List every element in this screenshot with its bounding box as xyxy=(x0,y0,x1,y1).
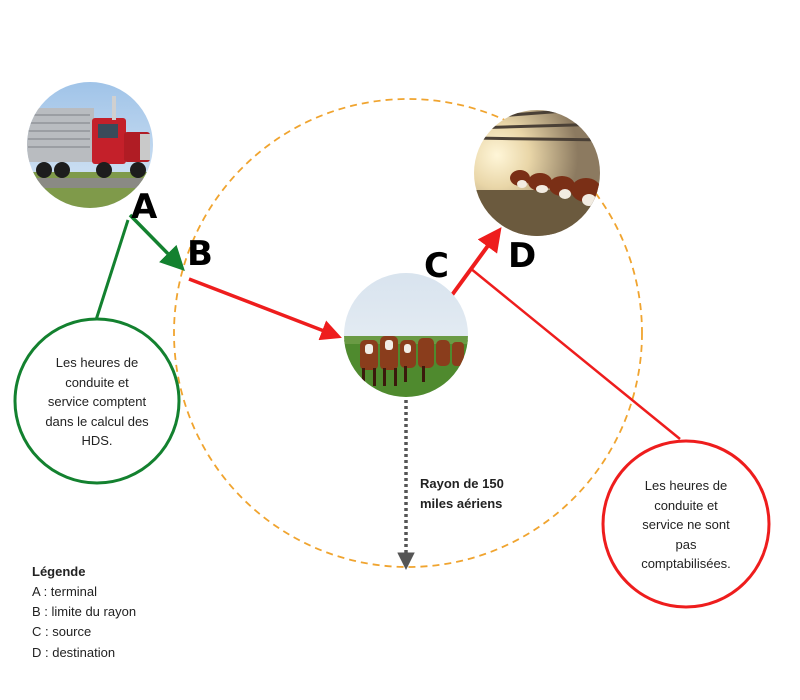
green-note-circle xyxy=(13,317,181,485)
point-label-c: C xyxy=(424,246,449,286)
green-note-text: Les heures de conduite et service compte… xyxy=(27,353,167,451)
legend-item: B : limite du rayon xyxy=(32,604,137,620)
red-note-line: Les heures de xyxy=(644,478,728,493)
arrow-b-to-c xyxy=(188,277,342,341)
cattle-pasture-photo xyxy=(344,273,468,397)
point-label-a: A xyxy=(131,187,158,227)
cattle-feedlot-photo xyxy=(474,110,600,236)
green-note-line: HDS. xyxy=(81,433,113,448)
red-note-line: comptabilisées. xyxy=(641,556,731,571)
radius-label: Rayon de 150 miles aériens xyxy=(420,474,504,514)
green-leader-line xyxy=(94,219,130,321)
radius-circle xyxy=(173,98,643,568)
red-note-line: pas xyxy=(675,536,697,552)
green-note-line: Les heures de xyxy=(55,355,139,370)
legend-item: C : source xyxy=(32,624,92,640)
legend-item: D : destination xyxy=(32,644,116,660)
red-note-line: conduite et xyxy=(654,497,718,513)
radius-label-line: Rayon de 150 xyxy=(420,476,504,491)
radius-label-line: miles aériens xyxy=(420,496,503,512)
point-label-b: B xyxy=(187,234,213,274)
green-note-line: conduite et xyxy=(65,374,129,390)
arrow-c-to-d xyxy=(450,227,502,297)
red-leader-line xyxy=(469,267,681,440)
legend: Légende A : terminal B : limite du rayon… xyxy=(32,562,136,663)
legend-item: A : terminal xyxy=(32,584,98,600)
arrow-a-to-b xyxy=(128,213,185,271)
green-note-line: dans le calcul des xyxy=(45,413,149,429)
legend-title: Légende xyxy=(32,564,86,579)
red-note-circle xyxy=(601,439,771,609)
red-note-text: Les heures de conduite et service ne son… xyxy=(616,476,756,574)
green-note-line: service comptent xyxy=(47,394,147,409)
point-label-d: D xyxy=(508,236,536,276)
red-note-line: service ne sont xyxy=(642,517,730,532)
